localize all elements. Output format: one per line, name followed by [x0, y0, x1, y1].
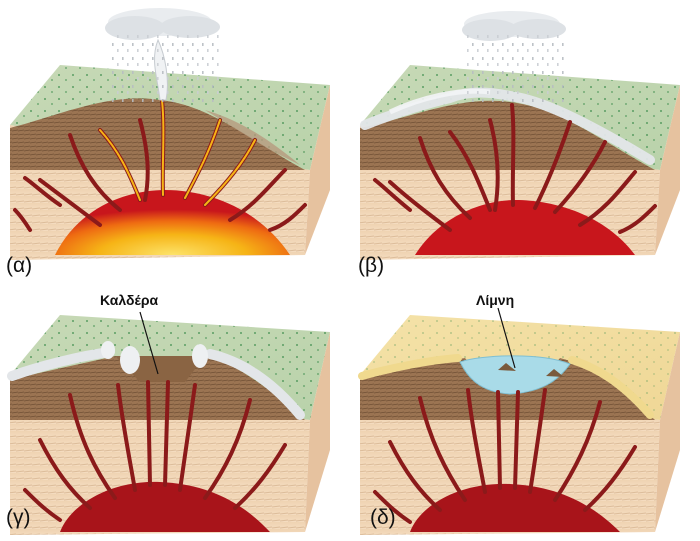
panel-crater-lake-illustration: [358, 307, 680, 535]
panel-label: (β): [358, 254, 385, 277]
panel-eruption: (α): [0, 0, 350, 277]
caldera-label: Καλδέρα: [100, 292, 159, 308]
panel-collapse: (β): [350, 0, 700, 277]
cloud-icon: [105, 8, 220, 40]
lake-label: Λίμνη: [476, 292, 515, 308]
rain-icon: [110, 35, 220, 105]
panel-label: (δ): [370, 506, 396, 529]
panel-label: (α): [6, 254, 33, 277]
panel-label: (γ): [6, 506, 31, 529]
rain-icon: [465, 35, 565, 105]
steam-icon: [101, 341, 208, 374]
panel-eruption-illustration: [10, 8, 330, 260]
panel-caldera-illustration: [7, 311, 330, 535]
panel-collapse-illustration: [360, 11, 680, 260]
panel-crater-lake: Λίμνη (δ): [350, 270, 700, 540]
panel-caldera: Καλδέρα (γ): [0, 270, 350, 540]
